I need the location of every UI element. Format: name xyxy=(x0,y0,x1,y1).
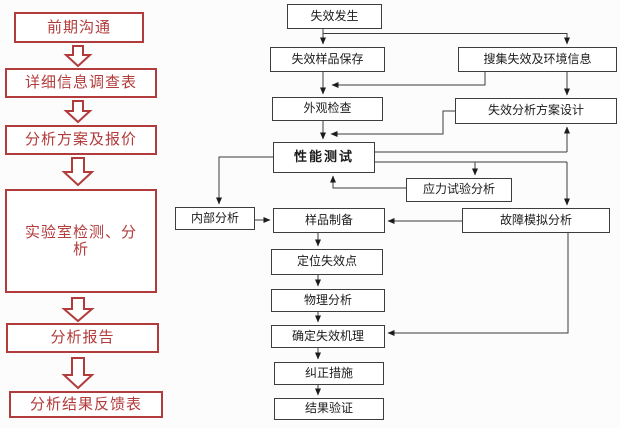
node-sample-preparation: 样品制备 xyxy=(273,208,385,233)
connector-performance-to-internal xyxy=(216,156,273,205)
node-collect-failure-env-info: 搜集失效及环境信息 xyxy=(458,47,617,72)
node-fa-plan-design: 失效分析方案设计 xyxy=(455,98,617,124)
node-determine-failure-mechanism: 确定失效机理 xyxy=(271,325,385,348)
step-arrow-2 xyxy=(63,100,93,124)
node-corrective-measures: 纠正措施 xyxy=(274,362,384,385)
step-arrow-1 xyxy=(63,45,93,68)
connector-failure-to-collect-info xyxy=(323,33,570,45)
connector-stress-test-to-performance xyxy=(330,175,406,189)
node-analysis-report: 分析报告 xyxy=(6,323,159,353)
node-physical-analysis: 物理分析 xyxy=(271,289,385,312)
node-internal-analysis: 内部分析 xyxy=(175,207,255,230)
node-stress-test-analysis: 应力试验分析 xyxy=(406,178,512,202)
node-result-verification: 结果验证 xyxy=(274,398,384,420)
node-locate-failure-point: 定位失效点 xyxy=(271,249,383,275)
node-lab-testing-analysis: 实验室检测、分析 xyxy=(5,189,157,293)
step-arrow-4 xyxy=(61,297,95,323)
node-plan-and-quotation: 分析方案及报价 xyxy=(5,125,157,155)
node-pre-communication: 前期沟通 xyxy=(14,12,144,43)
step-arrow-3 xyxy=(61,157,95,187)
node-fault-simulation-analysis: 故障模拟分析 xyxy=(462,208,610,233)
node-detail-info-form: 详细信息调查表 xyxy=(5,68,157,98)
node-visual-inspection: 外观检查 xyxy=(272,97,383,121)
node-performance-test: 性能测试 xyxy=(273,142,375,173)
step-arrow-5 xyxy=(61,357,95,390)
node-sample-preservation: 失效样品保存 xyxy=(270,47,385,72)
connector-collect-info-join-inspection xyxy=(331,72,486,88)
node-failure-occurred: 失效发生 xyxy=(287,4,382,29)
connector-fault-simulation-to-mechanism xyxy=(387,233,569,336)
node-result-feedback-form: 分析结果反馈表 xyxy=(9,391,163,418)
